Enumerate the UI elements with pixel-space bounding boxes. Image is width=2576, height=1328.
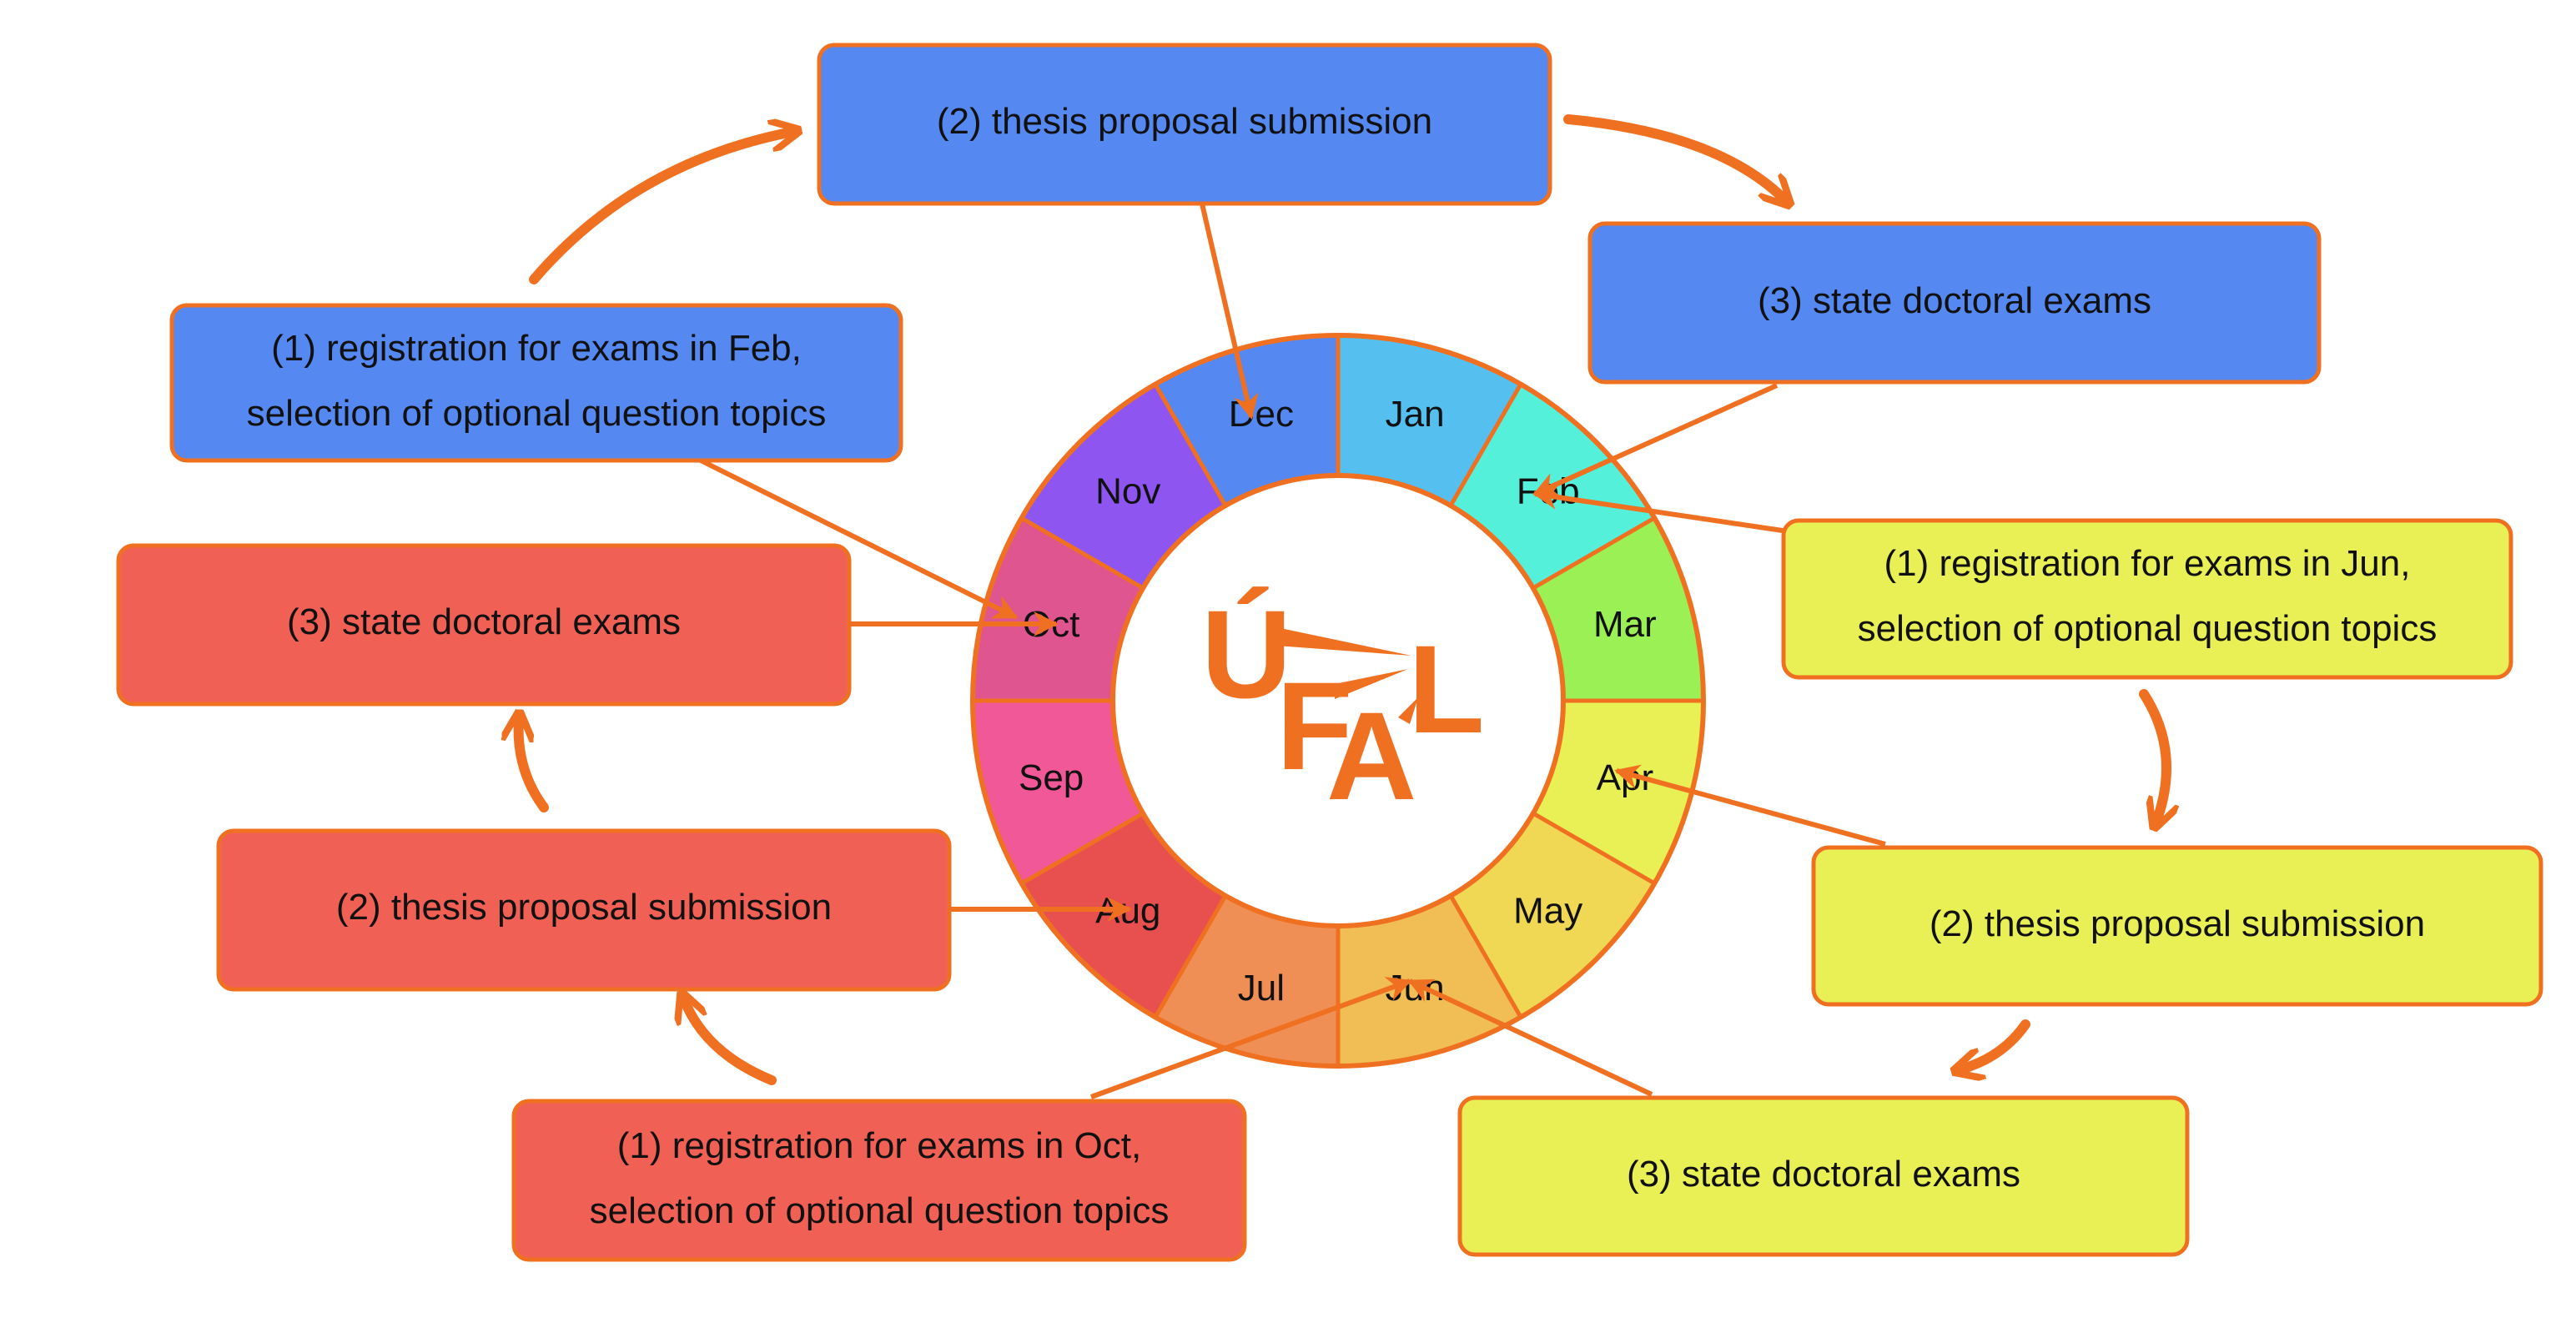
yellow-registration-box: (1) registration for exams in Jun, selec… [1781, 518, 2513, 680]
month-label-sep: Sep [1019, 757, 1084, 798]
month-label-jul: Jul [1238, 968, 1285, 1009]
logo-letter-a: A [1326, 686, 1416, 826]
logo-slash-side [1398, 697, 1418, 724]
ufal-logo: Ú F A L [1201, 584, 1485, 826]
center-circle [1110, 473, 1566, 928]
cycle-arrow-yellow-2-to-3 [1960, 1019, 2030, 1069]
month-label-jan: Jan [1386, 394, 1445, 435]
yellow-exams-line-1: (3) state doctoral exams [1627, 1154, 2020, 1195]
yellow-registration-line-1: (1) registration for exams in Jun, [1884, 543, 2411, 584]
connector-blue-proposal-dec [1199, 199, 1259, 420]
month-label-may: May [1513, 891, 1582, 932]
cycle-arrow-blue-1-to-2 [529, 132, 792, 284]
yellow-cycle-boxes: (1) registration for exams in Jun, selec… [1457, 518, 2543, 1257]
month-connectors [699, 199, 1886, 1099]
red-exams-line-1: (3) state doctoral exams [287, 601, 681, 642]
cycle-arrow-red-2-to-3 [519, 719, 549, 812]
red-cycle-boxes: (3) state doctoral exams (2) thesis prop… [116, 543, 1247, 1262]
red-registration-line-2: selection of optional question topics [590, 1190, 1170, 1231]
connector-yellow-registration-feb [1532, 485, 1794, 535]
red-registration-box: (1) registration for exams in Oct, selec… [511, 1099, 1247, 1262]
red-exams-box: (3) state doctoral exams [116, 543, 852, 707]
month-ring-border [970, 333, 1706, 1069]
blue-registration-line-1: (1) registration for exams in Feb, [271, 328, 802, 369]
red-proposal-line-1: (2) thesis proposal submission [336, 887, 832, 928]
blue-exams-line-1: (3) state doctoral exams [1758, 280, 2151, 321]
cycle-arrow-yellow-1-to-2 [2139, 689, 2166, 822]
logo-letter-u: Ú [1201, 584, 1291, 724]
blue-registration-line-2: selection of optional question topics [247, 393, 827, 434]
blue-proposal-box: (2) thesis proposal submission [817, 43, 1552, 206]
cycle-arrow-blue-2-to-3 [1563, 114, 1785, 200]
month-label-nov: Nov [1095, 470, 1160, 511]
month-label-dec: Dec [1229, 394, 1294, 435]
connector-red-registration-jun [1089, 977, 1412, 1099]
connector-yellow-proposal-apr [1614, 764, 1886, 847]
yellow-proposal-box: (2) thesis proposal submission [1811, 845, 2543, 1007]
red-registration-line-1: (1) registration for exams in Oct, [617, 1125, 1141, 1166]
logo-slash-top [1276, 627, 1411, 656]
blue-exams-box: (3) state doctoral exams [1587, 221, 2322, 385]
yellow-exams-box: (3) state doctoral exams [1457, 1095, 2190, 1257]
month-label-mar: Mar [1593, 604, 1657, 645]
blue-proposal-line-1: (2) thesis proposal submission [937, 101, 1432, 142]
connector-yellow-exams-jun [1407, 978, 1653, 1097]
cycle-arrows [519, 114, 2166, 1085]
logo-letter-l: L [1408, 619, 1485, 759]
yellow-proposal-line-1: (2) thesis proposal submission [1929, 903, 2425, 944]
logo-letter-f: F [1276, 656, 1353, 796]
logo-slash-bottom [1335, 669, 1408, 699]
blue-cycle-boxes: (2) thesis proposal submission (3) state… [169, 43, 2322, 463]
cycle-arrow-red-1-to-2 [684, 999, 777, 1085]
connector-blue-registration-oct [699, 458, 1019, 620]
blue-registration-box: (1) registration for exams in Feb, selec… [169, 303, 903, 463]
yellow-registration-line-2: selection of optional question topics [1858, 608, 2438, 649]
connector-blue-exams-feb [1532, 383, 1779, 496]
red-proposal-box: (2) thesis proposal submission [216, 828, 952, 992]
